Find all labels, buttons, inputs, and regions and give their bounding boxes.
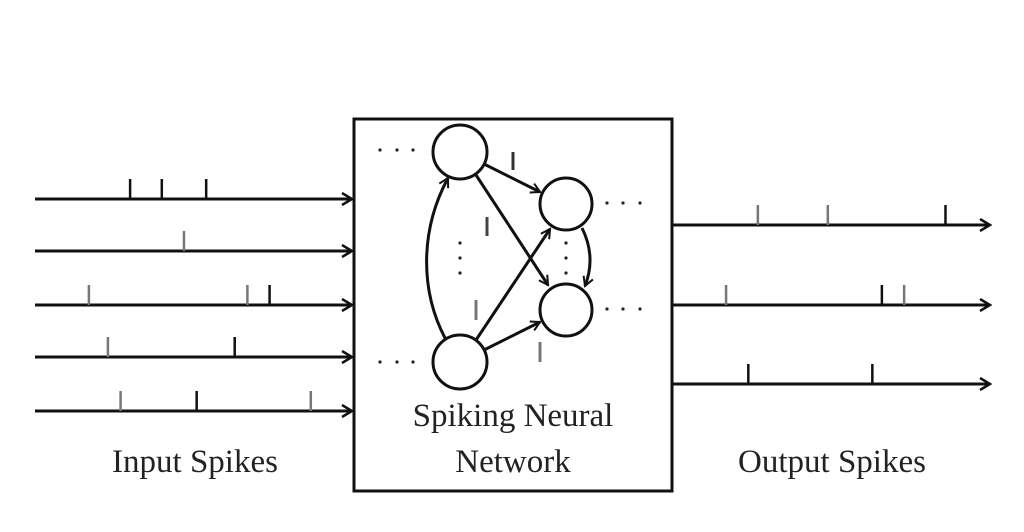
output-spikes-label: Output Spikes [738, 444, 926, 480]
ellipsis-right-top [605, 201, 642, 205]
input-train [35, 285, 352, 305]
synapse-top-to-bottom [474, 174, 550, 285]
network-label-line2: Network [455, 444, 571, 480]
neuron-output-top [538, 176, 594, 232]
output-train [672, 364, 990, 384]
synapse-recurrent-left [425, 178, 450, 339]
output-train [672, 205, 990, 225]
synapse-spikes [474, 152, 542, 362]
neuron-output-bottom [538, 282, 594, 338]
input-spike-trains [35, 179, 352, 411]
ellipsis-vertical-left [458, 241, 462, 275]
ellipsis-top-left [378, 148, 415, 152]
ellipsis-vertical-right [564, 241, 568, 275]
input-train [35, 337, 352, 357]
synapses [425, 162, 590, 352]
neuron-input-top [431, 123, 489, 181]
input-train [35, 179, 352, 199]
synapse-recurrent-right [580, 227, 590, 286]
output-train [672, 285, 990, 305]
neuron-input-bottom [431, 333, 489, 391]
ellipsis-bottom-left [378, 360, 415, 364]
input-train [35, 391, 352, 411]
synapse-bottom-to-top [474, 229, 552, 341]
input-train [35, 231, 352, 251]
network-label-line1: Spiking Neural [413, 398, 614, 434]
synapse-top-to-top [483, 162, 540, 192]
input-spikes-label: Input Spikes [112, 444, 278, 480]
ellipsis-right-bottom [605, 307, 642, 311]
output-spike-trains [672, 205, 990, 384]
synapse-bottom-to-bottom [483, 322, 540, 352]
network-box [352, 117, 674, 493]
